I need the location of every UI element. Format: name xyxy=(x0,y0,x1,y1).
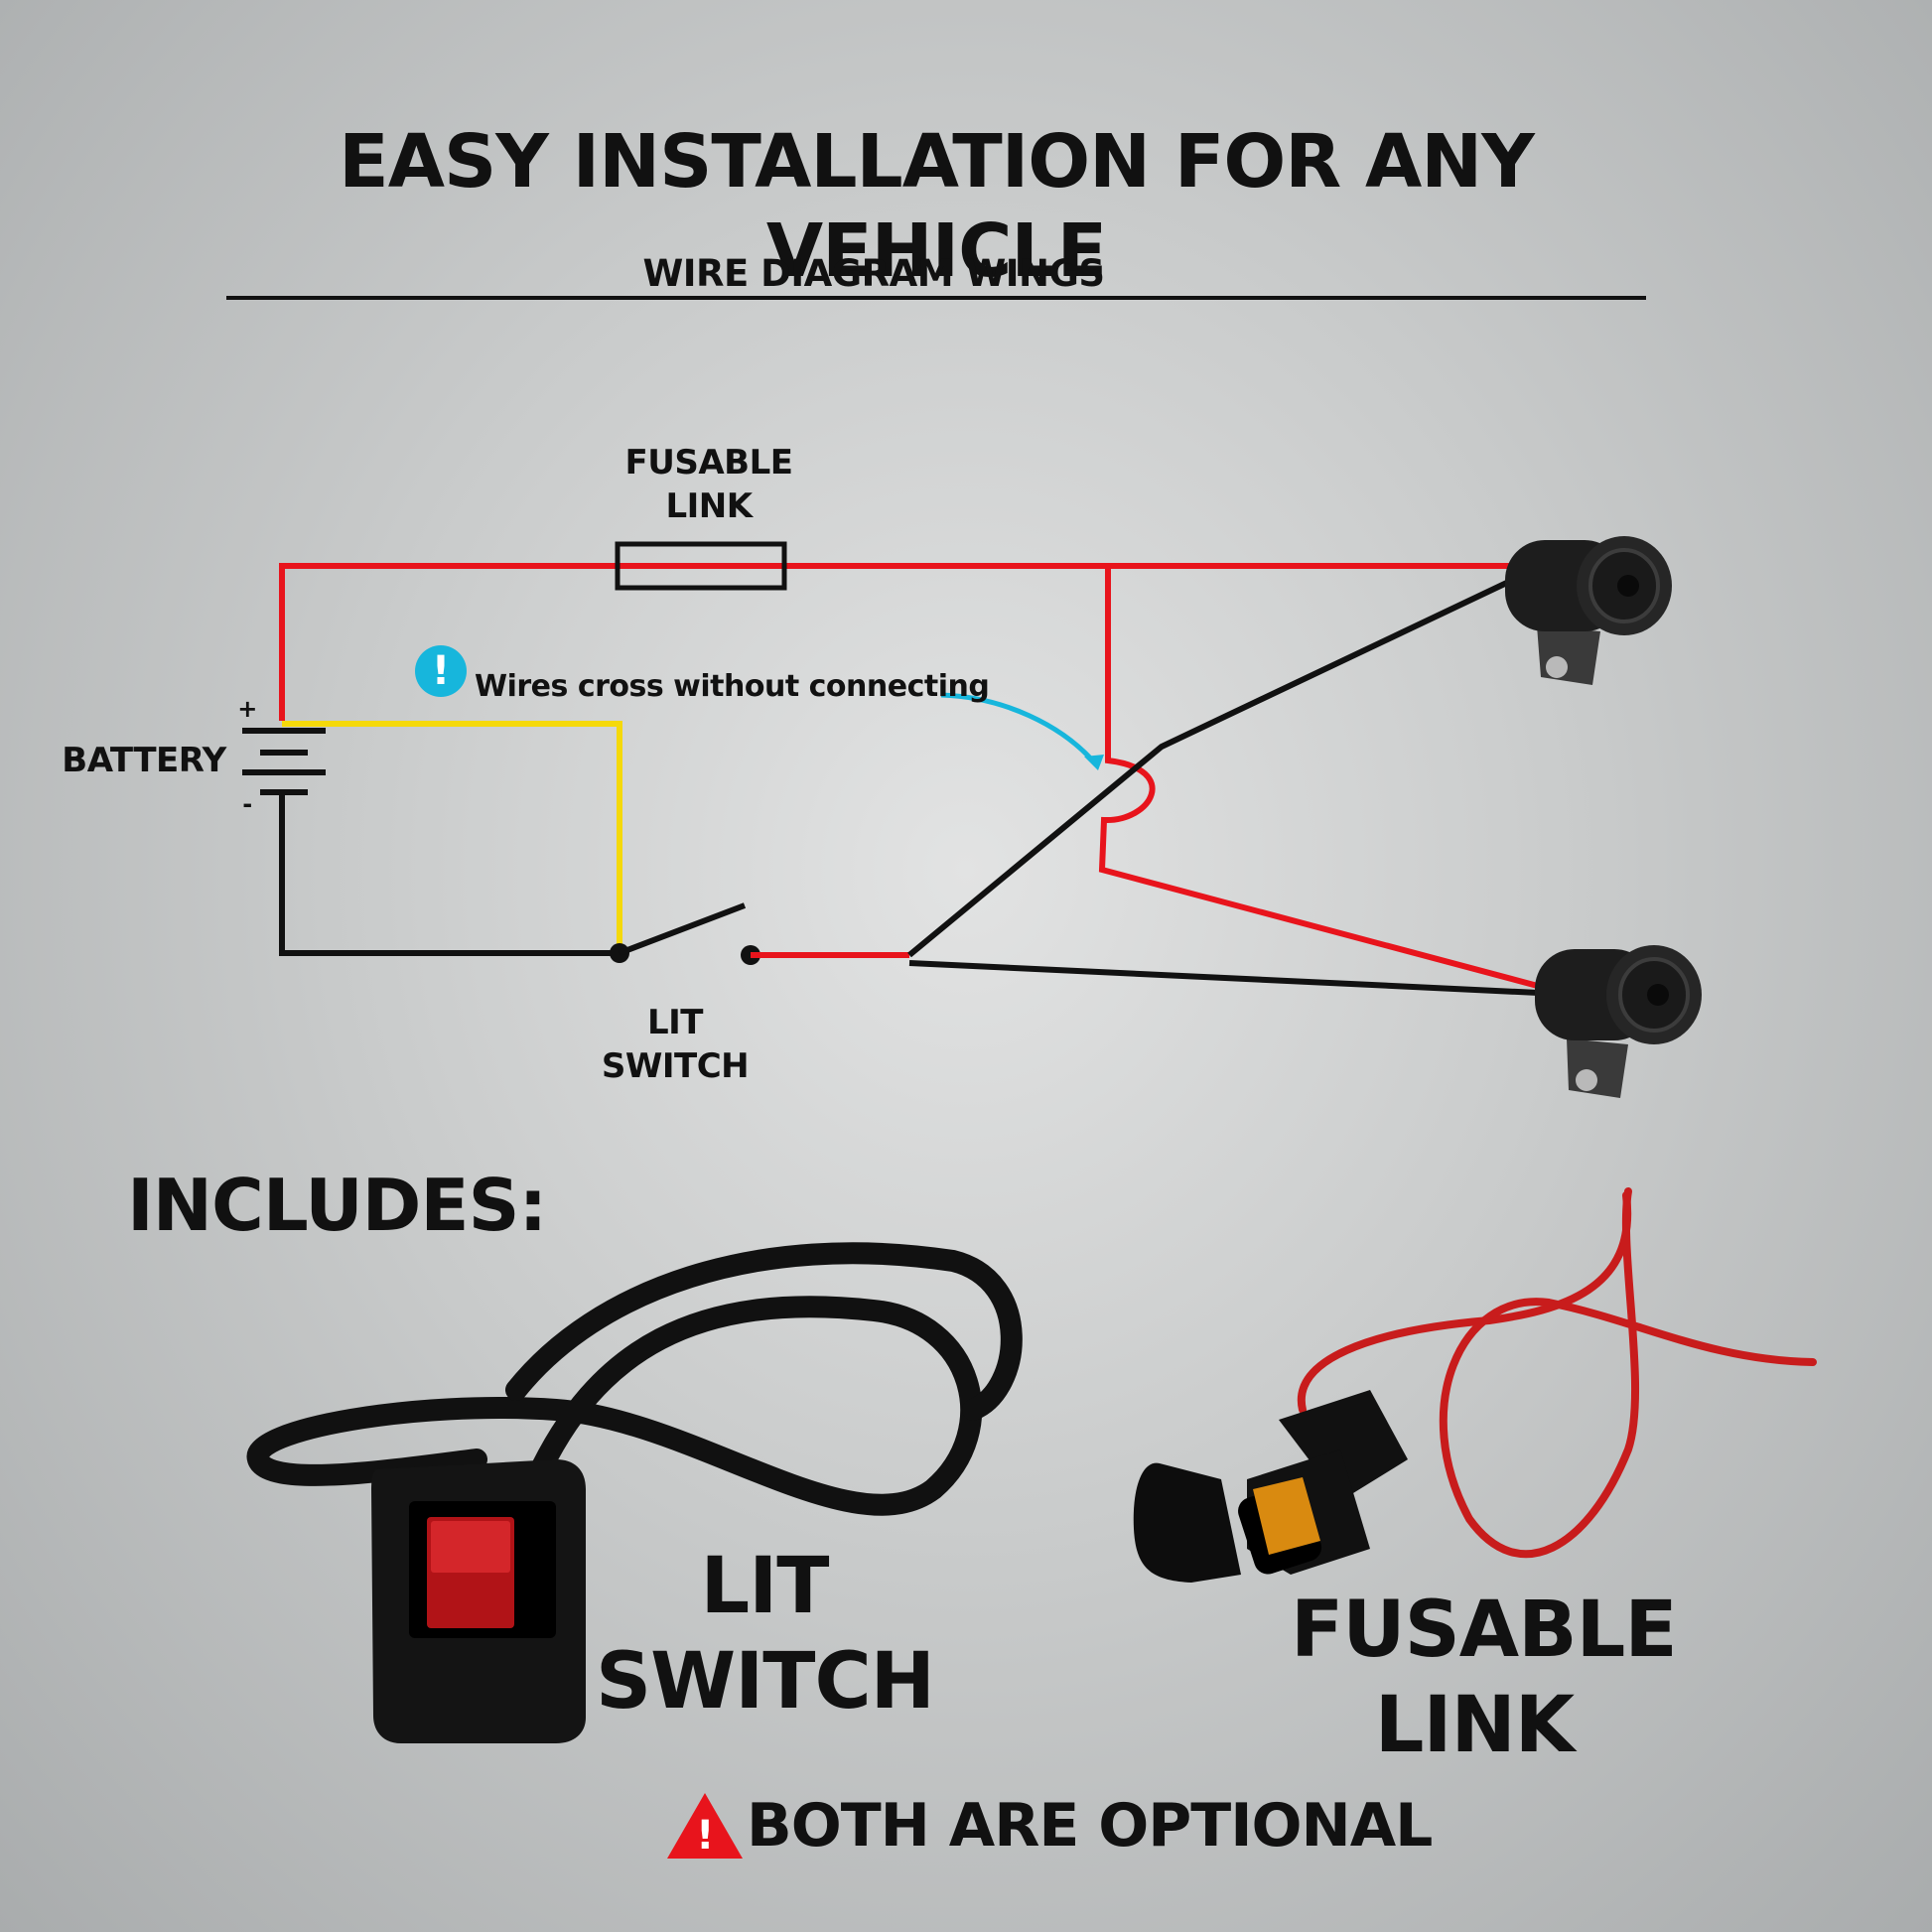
rocker-switch-icon xyxy=(246,1242,1023,1743)
light-pod-bottom xyxy=(1535,945,1702,1098)
switch-lever xyxy=(618,902,747,956)
switch-feed-wire xyxy=(282,721,622,951)
switch-label-line1: LIT xyxy=(646,1003,704,1042)
battery-minus-sign: - xyxy=(242,790,252,818)
info-icon: ! xyxy=(415,645,467,697)
fusable-link-label-line2: LINK xyxy=(665,486,753,526)
fusable-link-label: FUSABLE LINK xyxy=(600,441,818,528)
switch-label: LIT SWITCH xyxy=(576,1001,774,1088)
lit-switch-caption-line2: SWITCH xyxy=(596,1637,935,1726)
switch-label-line2: SWITCH xyxy=(601,1046,750,1086)
light-pod-top xyxy=(1505,536,1672,685)
positive-branch-wire xyxy=(1098,566,1550,992)
lit-switch-caption: LIT SWITCH xyxy=(596,1539,935,1729)
page-title: EASY INSTALLATION FOR ANY VEHICLE xyxy=(226,117,1646,300)
fuse-holder-icon xyxy=(1133,1187,1817,1583)
light-wire-bottom xyxy=(908,960,1540,996)
note-arrow-head xyxy=(1084,755,1104,770)
note-arrow xyxy=(940,692,1098,766)
includes-heading: INCLUDES: xyxy=(127,1164,547,1247)
battery-symbol xyxy=(242,728,326,795)
fuse-symbol xyxy=(615,541,787,591)
light-wire-top xyxy=(907,577,1515,958)
ground-wire xyxy=(279,794,618,956)
warning-triangle xyxy=(667,1793,743,1859)
optional-note: BOTH ARE OPTIONAL xyxy=(747,1791,1433,1861)
battery-plus-sign: + xyxy=(237,695,257,723)
page-subtitle: WIRE DIAGRAM WINGS xyxy=(642,252,1105,295)
battery-label: BATTERY xyxy=(62,741,226,780)
fusable-link-caption: FUSABLE LINK xyxy=(1291,1583,1678,1773)
warning-icon: ! xyxy=(696,1813,714,1859)
fusable-link-caption-line2: LINK xyxy=(1374,1681,1575,1770)
crossing-note: Wires cross without connecting xyxy=(475,669,990,704)
fusable-link-caption-line1: FUSABLE xyxy=(1291,1586,1678,1675)
fusable-link-label-line1: FUSABLE xyxy=(624,443,793,483)
lit-switch-caption-line1: LIT xyxy=(700,1542,830,1631)
